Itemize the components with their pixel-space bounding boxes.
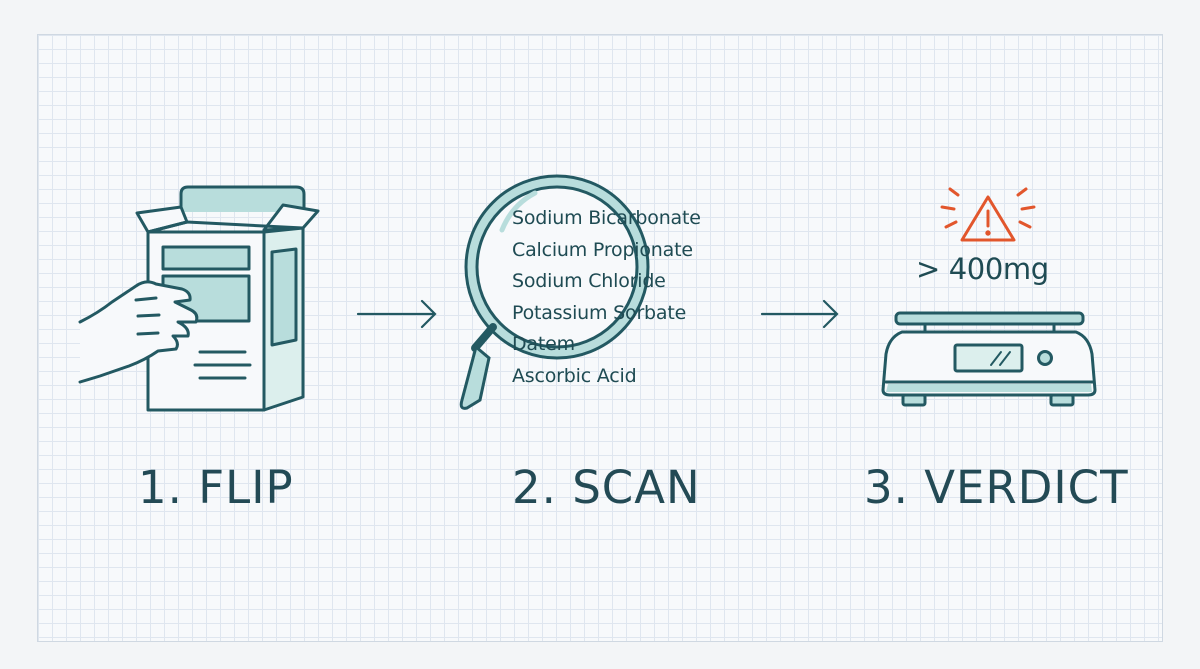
cereal-box-in-hand-icon <box>78 185 320 412</box>
ingredient-item: Ascorbic Acid <box>512 364 637 387</box>
ingredient-item: Calcium Propionate <box>512 238 693 261</box>
arrow-right-icon <box>760 299 839 329</box>
sodium-amount-label: > 400mg <box>916 252 1049 286</box>
warning-triangle-icon <box>940 187 1036 242</box>
ingredient-item: Sodium Bicarbonate <box>512 207 701 229</box>
kitchen-scale-icon <box>881 311 1097 407</box>
magnifying-glass-icon <box>459 174 650 410</box>
arrow-right-icon <box>356 299 437 329</box>
ingredient-list: Sodium Bicarbonate Calcium Propionate So… <box>512 203 752 392</box>
ingredient-item: Sodium Chloride <box>512 270 666 292</box>
step-label-flip: 1. FLIP <box>138 461 294 514</box>
ingredient-item: Datem <box>512 333 575 355</box>
ingredient-item: Potassium Sorbate <box>512 301 687 324</box>
step-label-scan: 2. SCAN <box>512 461 701 514</box>
step-label-verdict: 3. VERDICT <box>864 461 1129 514</box>
